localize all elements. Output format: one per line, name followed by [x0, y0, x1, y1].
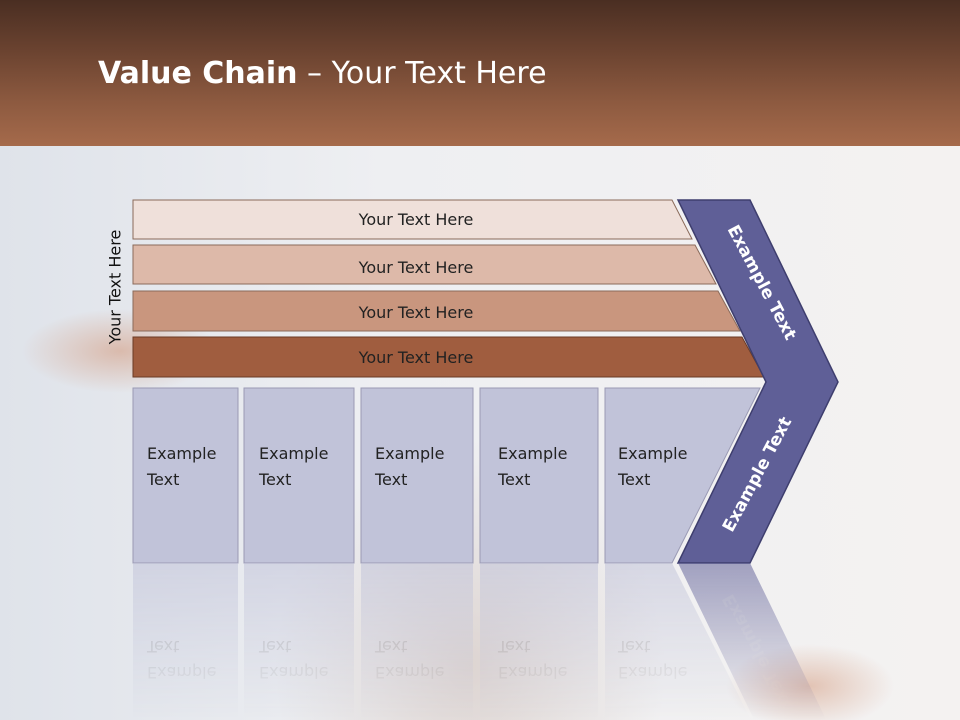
- reflect-box-3-line1: Example: [375, 663, 444, 682]
- bar-4-label: Your Text Here: [358, 348, 474, 367]
- reflect-box-5-line2: Text: [617, 637, 650, 656]
- box-3-line2: Text: [374, 470, 407, 489]
- bar-1-label: Your Text Here: [358, 210, 474, 229]
- diagram-reflection: Example Text Example Text Example Text E…: [133, 563, 827, 720]
- title-bold-part: Value Chain: [98, 56, 298, 91]
- reflect-box-3-line2: Text: [374, 637, 407, 656]
- slide-title: Value Chain – Your Text Here: [98, 56, 547, 91]
- reflect-box-4-line1: Example: [498, 663, 567, 682]
- reflect-box-4-line2: Text: [497, 637, 530, 656]
- reflect-box-2-line2: Text: [258, 637, 291, 656]
- side-label-text: Your Text Here: [105, 229, 125, 345]
- reflect-box-2-line1: Example: [259, 663, 328, 682]
- bar-3-label: Your Text Here: [358, 303, 474, 322]
- reflect-box-5-line1: Example: [618, 663, 687, 682]
- box-5-line1: Example: [618, 444, 687, 463]
- bar-2-label: Your Text Here: [358, 258, 474, 277]
- box-3: [360, 387, 474, 564]
- bar-1: [132, 199, 693, 240]
- bar-3: [132, 290, 741, 332]
- box-4-line1: Example: [498, 444, 567, 463]
- box-2: [243, 387, 355, 564]
- box-1: [132, 387, 239, 564]
- box-1-line2: Text: [146, 470, 179, 489]
- box-4-line2: Text: [497, 470, 530, 489]
- box-4: [479, 387, 599, 564]
- bar-2: [132, 244, 717, 285]
- reflect-box-1-line2: Text: [146, 637, 179, 656]
- box-5-line2: Text: [617, 470, 650, 489]
- reflect-box-1-line1: Example: [147, 663, 216, 682]
- boxes-group: Example Text Example Text Example Text E…: [132, 387, 761, 564]
- box-2-line2: Text: [258, 470, 291, 489]
- bars-group: Your Text Here Your Text Here Your Text …: [132, 199, 765, 378]
- title-rest-part: – Your Text Here: [297, 56, 547, 91]
- title-bar: Value Chain – Your Text Here: [0, 0, 960, 146]
- box-3-line1: Example: [375, 444, 444, 463]
- box-1-line1: Example: [147, 444, 216, 463]
- chevron-group: Example Text Example Text: [676, 199, 839, 564]
- box-2-line1: Example: [259, 444, 328, 463]
